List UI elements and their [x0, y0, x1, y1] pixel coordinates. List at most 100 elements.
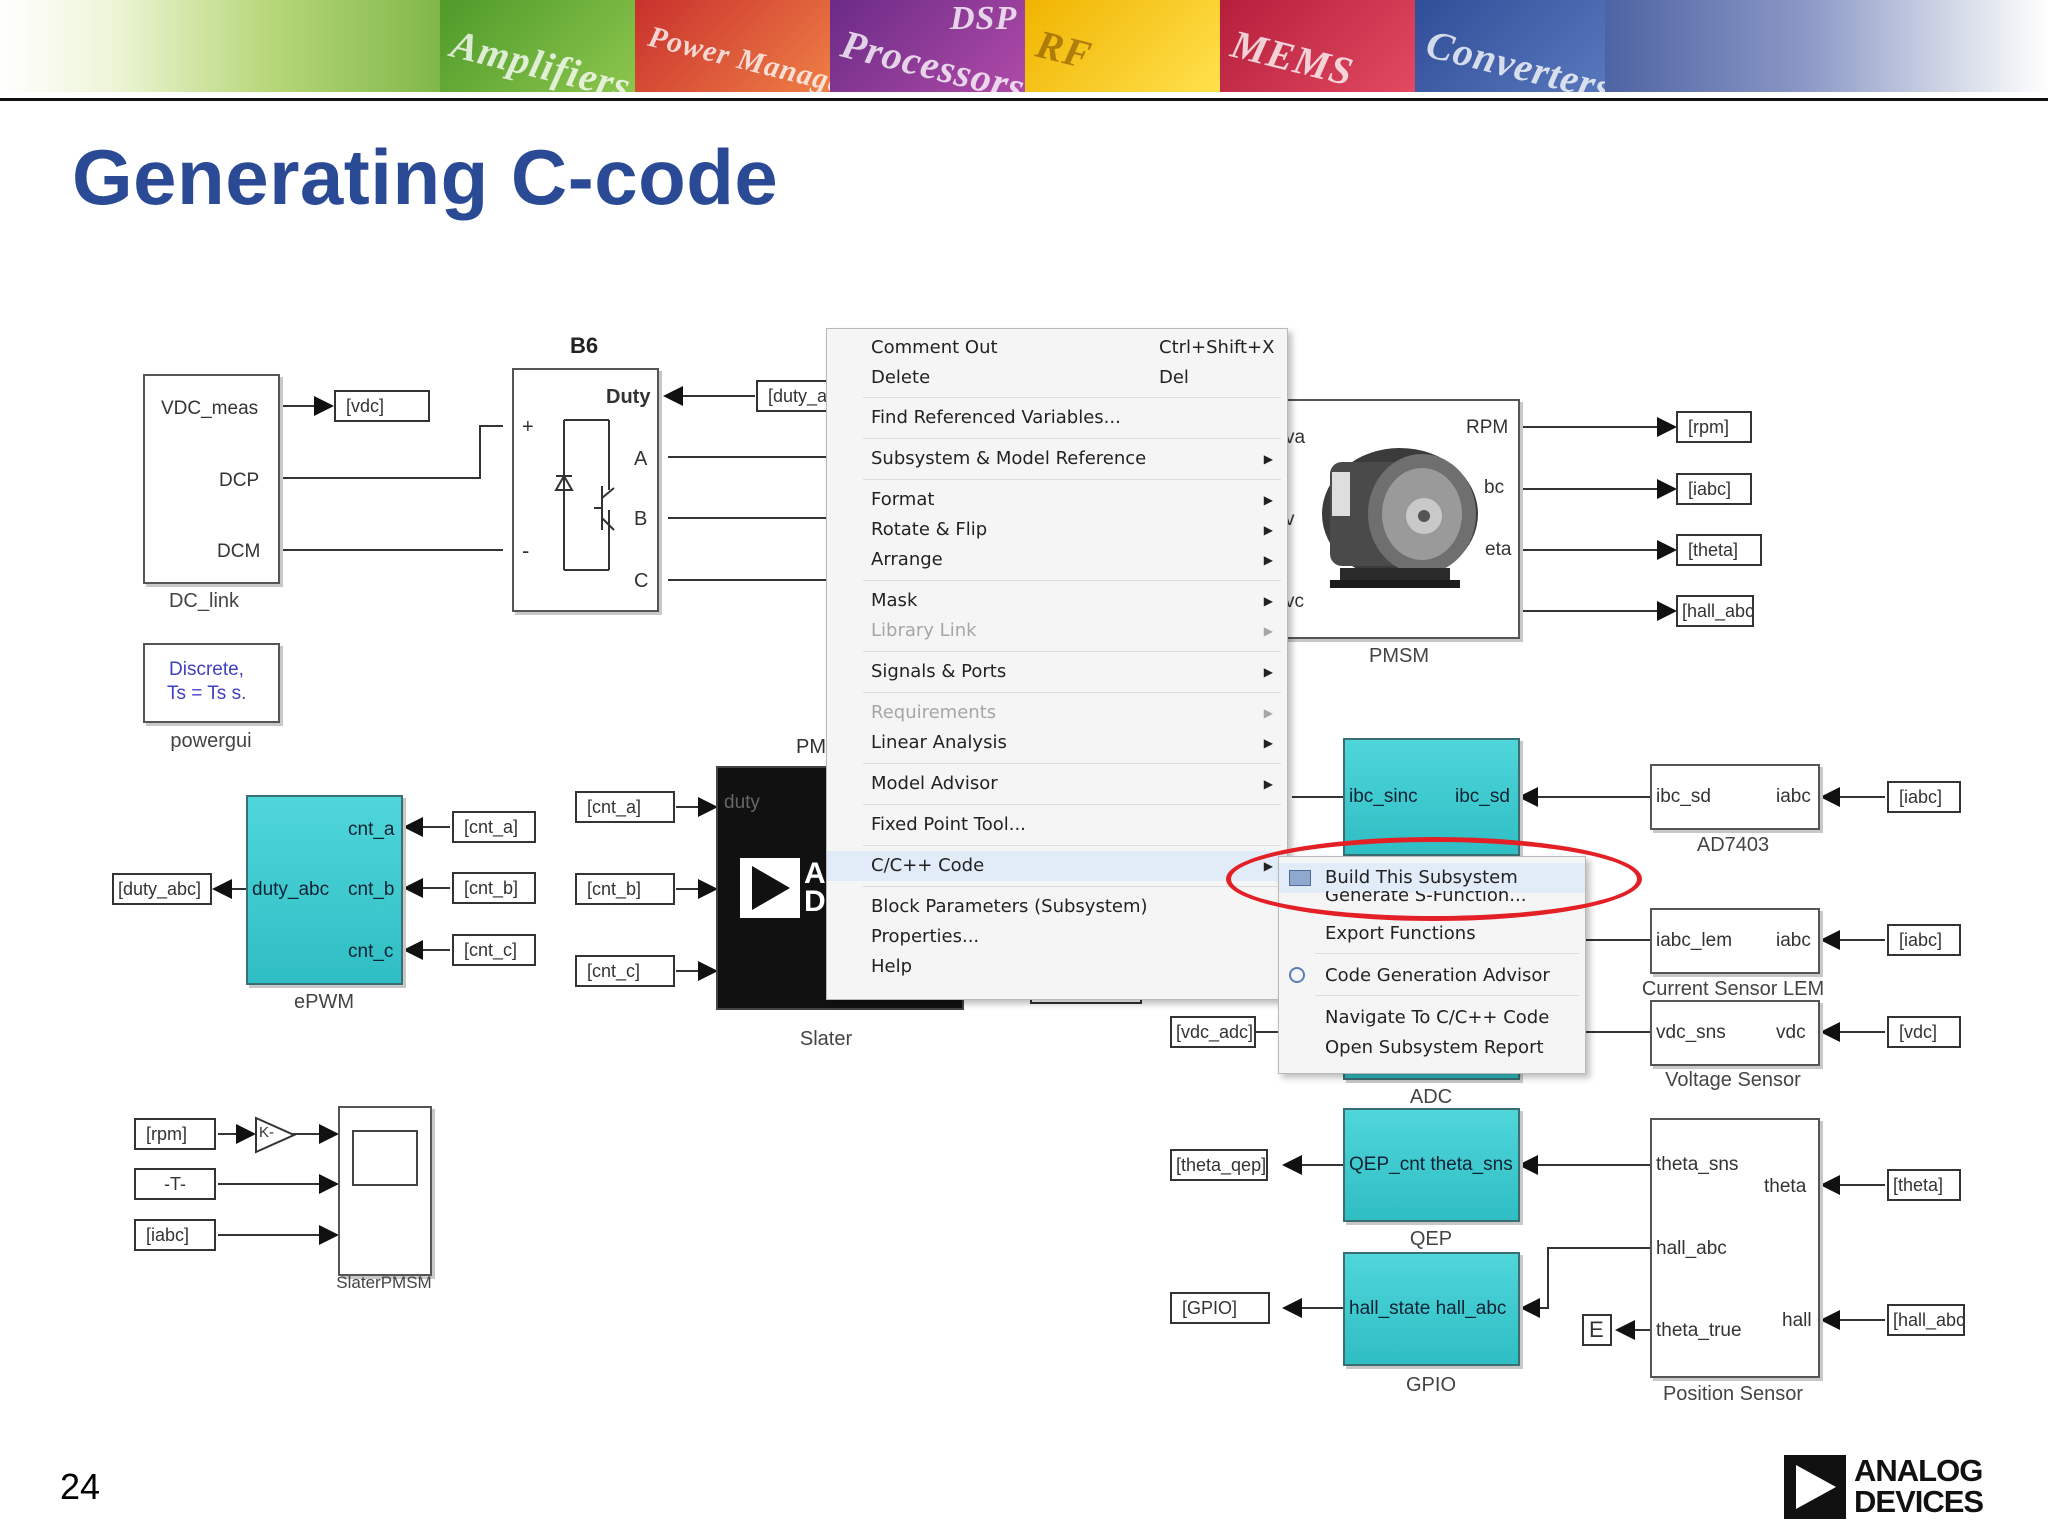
banner-tile-rf: RF	[1025, 0, 1220, 92]
powergui-label: powergui	[170, 730, 252, 752]
menu-separator	[863, 692, 1281, 693]
goto-duty-abc-tag[interactable]: [duty_abc]	[112, 873, 212, 905]
goto-iabc-tag[interactable]: [iabc]	[1676, 473, 1752, 505]
banner-tile-power: Power Management	[635, 0, 830, 92]
menu-item-block-parameters[interactable]: Block Parameters (Subsystem)	[871, 896, 1148, 917]
banner-gradient-left	[0, 0, 445, 92]
b6-bridge-block[interactable]: Duty A B C + -	[512, 368, 659, 612]
menu-separator	[863, 397, 1281, 398]
menu-item-find-referenced-variables[interactable]: Find Referenced Variables...	[871, 407, 1121, 428]
from-theta-tag[interactable]: [theta]	[1887, 1169, 1961, 1201]
igbt-symbol-icon	[554, 419, 615, 571]
menu-separator	[863, 763, 1281, 764]
menu-item-format[interactable]: Format▶	[827, 485, 1287, 515]
menu-item-code-generation-advisor[interactable]: Code Generation Advisor	[1279, 961, 1585, 991]
position-sensor-block[interactable]: theta_sns hall_abc theta_true theta hall	[1650, 1118, 1820, 1378]
pmsm-label: PMSM	[1369, 645, 1429, 667]
pm-label: PM	[796, 736, 826, 758]
menu-separator	[863, 651, 1281, 652]
from-iabc-ad-tag[interactable]: [iabc]	[1887, 781, 1961, 813]
menu-separator	[863, 479, 1281, 480]
submenu-arrow-icon: ▶	[1263, 706, 1273, 720]
submenu-arrow-icon: ▶	[1263, 665, 1273, 679]
menu-item-mask[interactable]: Mask▶	[827, 586, 1287, 616]
from-rpm-tag[interactable]: [rpm]	[134, 1118, 216, 1150]
scope-block[interactable]	[338, 1106, 432, 1276]
advisor-magnifier-icon	[1289, 967, 1305, 983]
voltage-sensor-block[interactable]: vdc_sns vdc	[1650, 1000, 1820, 1066]
from-vdc-tag[interactable]: [vdc]	[1887, 1016, 1961, 1048]
submenu-arrow-icon: ▶	[1263, 493, 1273, 507]
banner-tile-converters: Converters	[1415, 0, 1610, 92]
from-cnt-a-tag[interactable]: [cnt_a]	[452, 811, 536, 843]
menu-item-subsystem-model-reference[interactable]: Subsystem & Model Reference▶	[827, 444, 1287, 474]
lem-block[interactable]: iabc_lem iabc	[1650, 908, 1820, 974]
lem-label: Current Sensor LEM	[1641, 978, 1825, 1000]
epwm-block[interactable]: duty_abc cnt_a cnt_b cnt_c	[246, 795, 403, 985]
qep-label: QEP	[1409, 1228, 1453, 1250]
gain-block-icon[interactable]	[254, 1116, 296, 1154]
analog-devices-logo: ANALOG DEVICES	[1784, 1455, 1994, 1523]
scope-screen-icon	[352, 1130, 418, 1186]
menu-item-signals-ports[interactable]: Signals & Ports▶	[827, 657, 1287, 687]
ad7403-block[interactable]: ibc_sd iabc	[1650, 764, 1820, 830]
from-cnt-c-tag[interactable]: [cnt_c]	[452, 934, 536, 966]
powergui-block[interactable]: Discrete, Ts = Ts s.	[143, 643, 280, 723]
menu-separator	[863, 886, 1281, 887]
submenu-arrow-icon: ▶	[1263, 594, 1273, 608]
gpio-block[interactable]: hall_state hall_abc	[1343, 1252, 1520, 1366]
menu-separator	[863, 804, 1281, 805]
menu-separator	[1315, 995, 1579, 996]
goto-vdc-adc-tag[interactable]: [vdc_adc]	[1170, 1016, 1256, 1048]
from-cnt-b-tag[interactable]: [cnt_b]	[452, 872, 536, 904]
goto-rpm-tag[interactable]: [rpm]	[1676, 411, 1752, 443]
from-duty-tag[interactable]: [duty_a	[756, 380, 830, 412]
adi-triangle-icon	[1784, 1455, 1846, 1519]
terminator-block[interactable]: E	[1582, 1314, 1612, 1346]
menu-item-open-subsystem-report[interactable]: Open Subsystem Report	[1325, 1037, 1544, 1058]
menu-separator	[863, 580, 1281, 581]
submenu-arrow-icon: ▶	[1263, 553, 1273, 567]
scope-label: SlaterPMSM	[336, 1273, 432, 1292]
goto-vdc-tag[interactable]: [vdc]	[334, 390, 430, 422]
goto-cnt-a-tag[interactable]: [cnt_a]	[575, 791, 675, 823]
goto-hall-abc-tag[interactable]: [hall_abc]	[1676, 595, 1754, 627]
menu-item-model-advisor[interactable]: Model Advisor▶	[827, 769, 1287, 799]
from-t-tag[interactable]: -T-	[134, 1168, 216, 1200]
menu-item-linear-analysis[interactable]: Linear Analysis▶	[827, 728, 1287, 758]
slater-label: Slater	[799, 1028, 853, 1050]
goto-gpio-tag[interactable]: [GPIO]	[1170, 1292, 1270, 1324]
goto-cnt-b-tag[interactable]: [cnt_b]	[575, 873, 675, 905]
menu-item-fixed-point-tool[interactable]: Fixed Point Tool...	[871, 814, 1026, 835]
menu-item-arrange[interactable]: Arrange▶	[827, 545, 1287, 575]
submenu-arrow-icon: ▶	[1263, 777, 1273, 791]
menu-item-export-functions[interactable]: Export Functions	[1325, 923, 1476, 944]
motor-image-icon	[1322, 448, 1478, 588]
goto-cnt-c-tag[interactable]: [cnt_c]	[575, 955, 675, 987]
submenu-arrow-icon: ▶	[1263, 523, 1273, 537]
menu-item-cpp-code[interactable]: C/C++ Code▶	[827, 851, 1287, 881]
goto-theta-qep-tag[interactable]: [theta_qep]	[1170, 1149, 1268, 1181]
epwm-label: ePWM	[294, 991, 354, 1013]
dc-link-block[interactable]: VDC_meas DCP DCM	[143, 374, 280, 584]
menu-item-rotate-flip[interactable]: Rotate & Flip▶	[827, 515, 1287, 545]
gpio-label: GPIO	[1405, 1374, 1457, 1396]
menu-separator	[863, 438, 1281, 439]
ad7403-label: AD7403	[1696, 834, 1770, 856]
menu-item-properties[interactable]: Properties...	[871, 926, 980, 947]
goto-theta-tag[interactable]: [theta]	[1676, 534, 1762, 566]
from-hall-abc-tag[interactable]: [hall_abc]	[1887, 1304, 1965, 1336]
from-iabc-lem-tag[interactable]: [iabc]	[1887, 924, 1961, 956]
highlight-ring	[1226, 837, 1642, 921]
menu-item-help[interactable]: Help	[871, 956, 913, 977]
from-iabc-tag[interactable]: [iabc]	[134, 1219, 216, 1251]
qep-block[interactable]: QEP_cnt theta_sns	[1343, 1108, 1520, 1222]
menu-item-navigate-to-code[interactable]: Navigate To C/C++ Code	[1325, 1007, 1550, 1028]
submenu-arrow-icon: ▶	[1263, 624, 1273, 638]
adi-logo-icon	[740, 858, 800, 918]
